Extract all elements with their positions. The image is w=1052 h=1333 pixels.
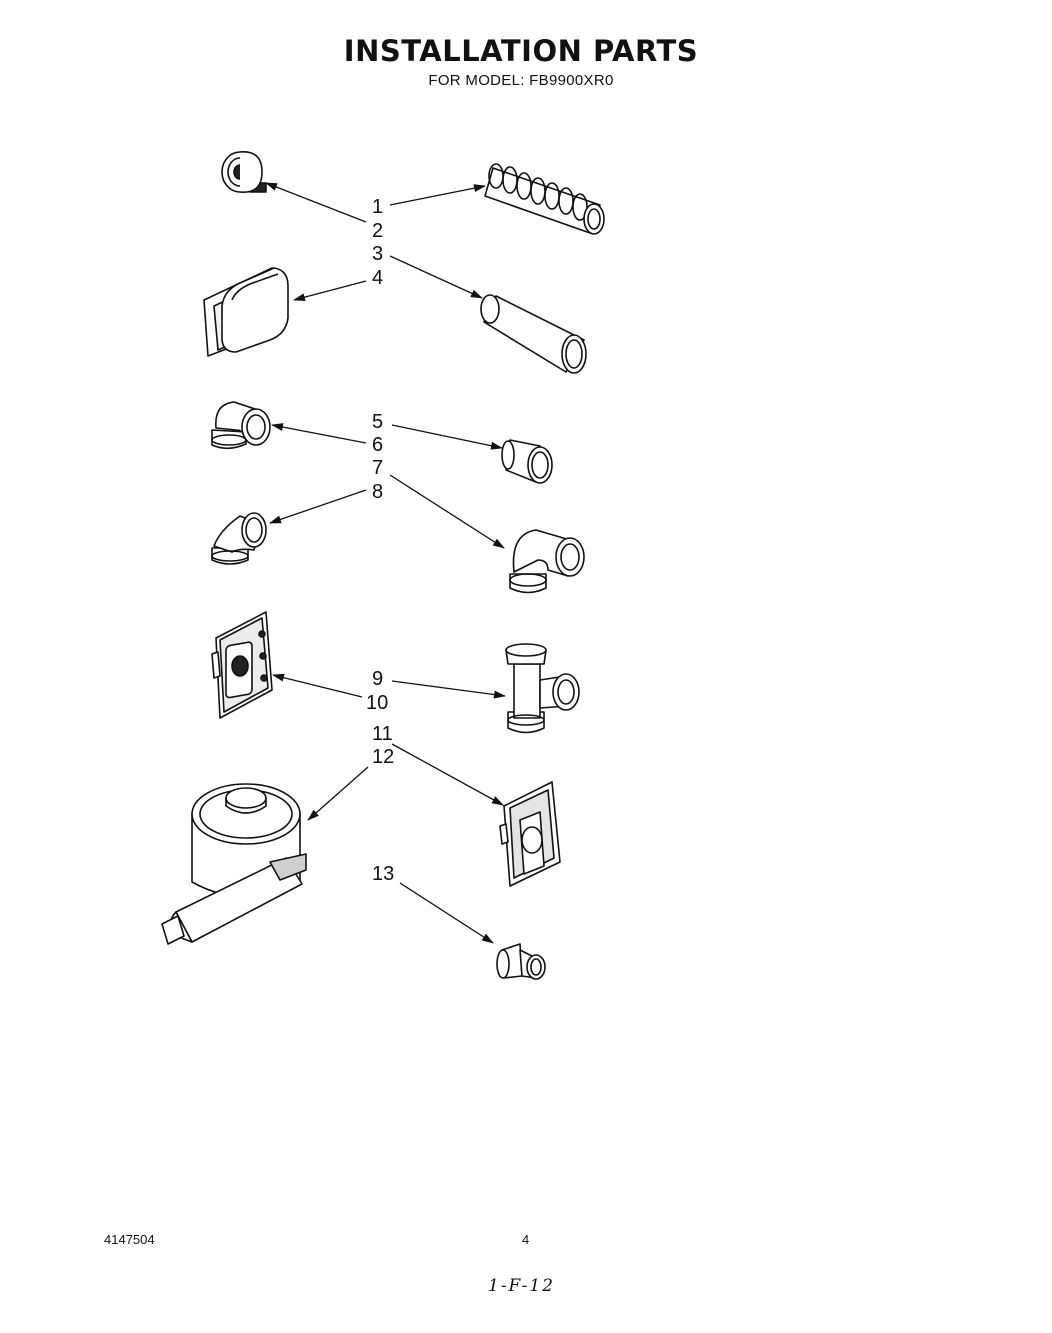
leader-4 <box>293 280 367 302</box>
tee-fitting-illustration <box>505 643 580 734</box>
callout-8: 8 <box>372 481 383 503</box>
elbow-45-illustration <box>211 512 267 565</box>
clamp-part-illustration <box>221 151 267 193</box>
leader-13 <box>399 882 494 944</box>
leader-6 <box>271 423 367 444</box>
callout-3: 3 <box>372 243 383 265</box>
elbow-90-illustration <box>211 401 271 450</box>
leader-11 <box>391 743 504 806</box>
leader-1 <box>389 184 486 206</box>
reducer-illustration <box>496 943 546 980</box>
leader-12 <box>307 766 369 821</box>
handwritten-note: 1-F-12 <box>488 1276 555 1296</box>
callout-9: 9 <box>372 668 383 690</box>
callout-11: 11 <box>372 723 393 745</box>
callout-7: 7 <box>372 457 383 479</box>
callout-6: 6 <box>372 434 383 456</box>
leader-3 <box>389 255 483 299</box>
leader-2 <box>265 182 367 223</box>
leader-8 <box>269 489 367 524</box>
leader-7 <box>389 474 505 549</box>
callout-2: 2 <box>372 220 383 242</box>
leader-5 <box>391 424 503 450</box>
leader-10 <box>272 673 363 698</box>
part-number: 4147504 <box>104 1232 155 1247</box>
sealant-can-and-tube-illustration <box>161 783 307 945</box>
page-title: INSTALLATION PARTS <box>343 34 699 68</box>
large-elbow-illustration <box>509 529 585 594</box>
exhaust-hood-illustration <box>203 267 289 357</box>
callout-5: 5 <box>372 411 383 433</box>
callout-10: 10 <box>366 692 388 714</box>
callout-12: 12 <box>372 746 394 768</box>
page-number: 4 <box>522 1232 530 1247</box>
model-subtitle: FOR MODEL: FB9900XR0 <box>428 72 614 89</box>
wall-plate-illustration <box>211 611 273 719</box>
rigid-duct-illustration <box>480 294 587 374</box>
coupling-illustration <box>501 439 553 484</box>
callout-13: 13 <box>372 863 394 885</box>
callout-4: 4 <box>372 267 383 289</box>
slotted-plate-illustration <box>499 781 561 887</box>
leader-9 <box>391 680 506 699</box>
flexible-hose-illustration <box>484 163 605 235</box>
callout-1: 1 <box>372 196 383 218</box>
